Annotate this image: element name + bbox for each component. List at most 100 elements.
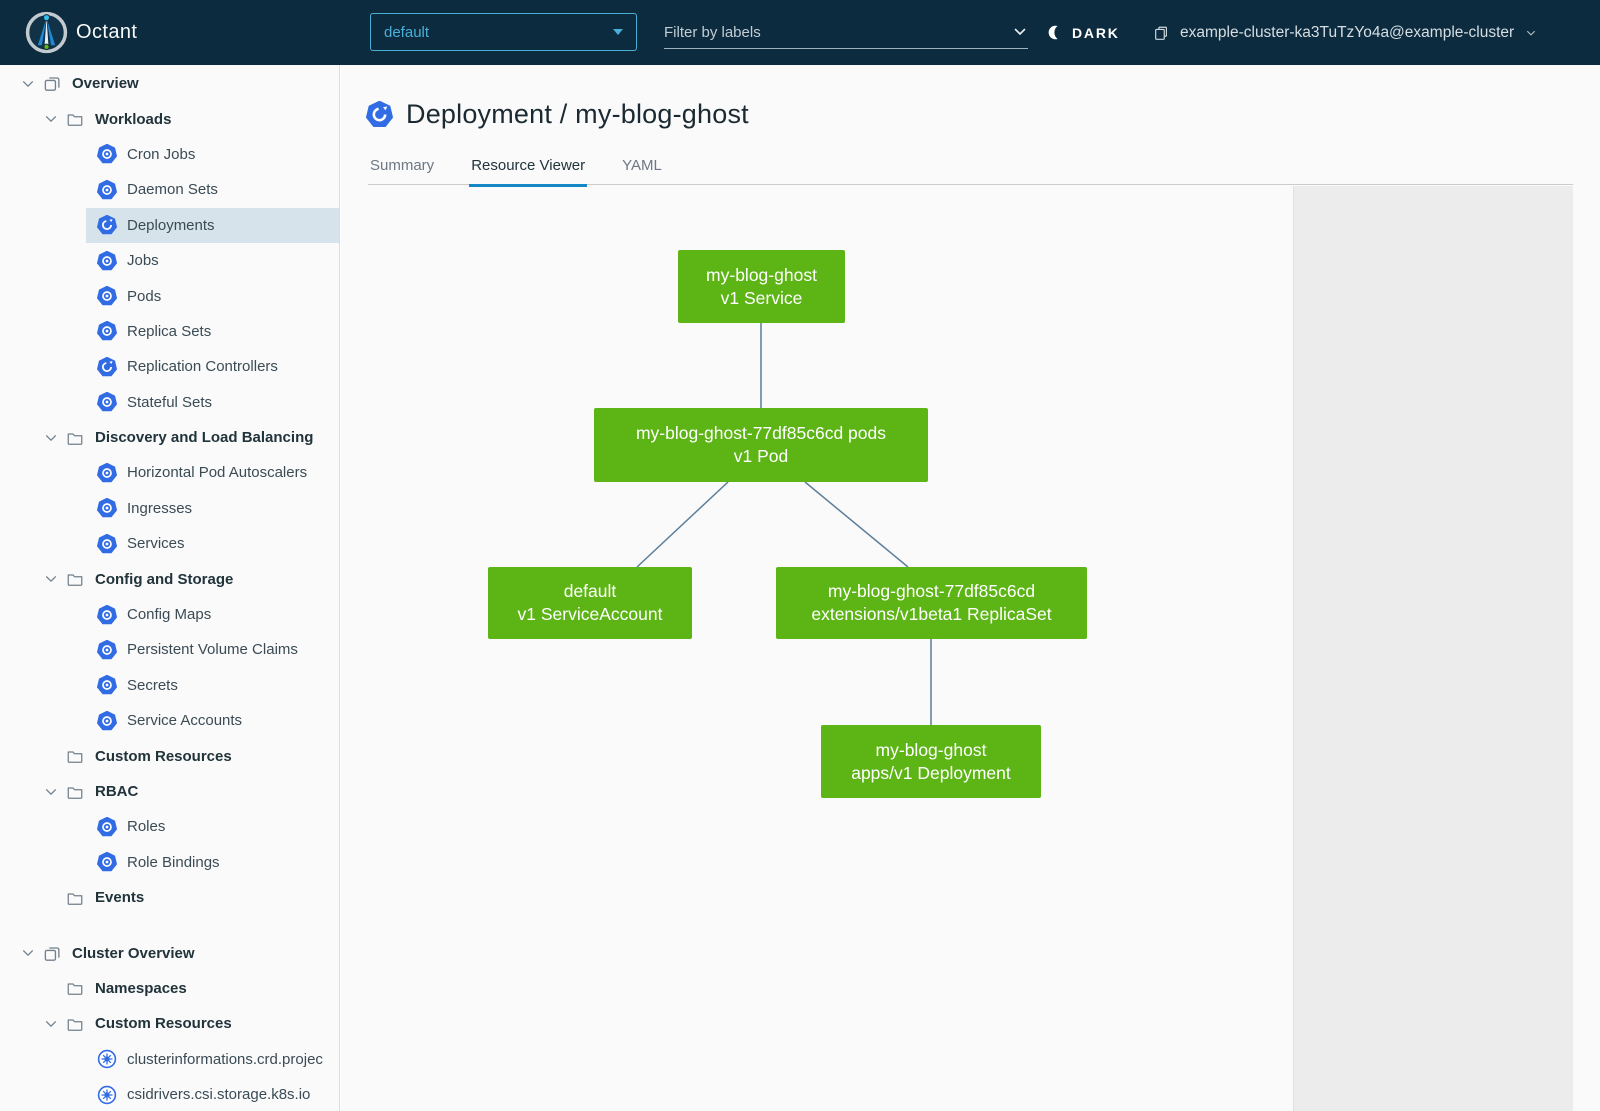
tab-resource-viewer[interactable]: Resource Viewer (469, 149, 588, 187)
app-title: Octant (76, 21, 138, 43)
caret-down-icon[interactable] (37, 428, 65, 448)
sidebar-item-stateful-sets[interactable]: Stateful Sets (0, 385, 339, 420)
sidebar-item-label: Config and Storage (95, 570, 234, 588)
sidebar-item-rbac[interactable]: RBAC (0, 774, 339, 809)
role-bindings-icon (97, 852, 117, 872)
chevron-down-icon (1525, 27, 1537, 39)
sidebar-item-discovery-and-load-balancing[interactable]: Discovery and Load Balancing (0, 420, 339, 455)
filter-labels-input[interactable] (664, 23, 1004, 41)
daemon-sets-icon (97, 179, 117, 200)
sidebar-item-label: Custom Resources (95, 747, 232, 765)
node-title: my-blog-ghost-77df85c6cd pods (635, 423, 886, 443)
sidebar-item-services[interactable]: Services (0, 526, 339, 561)
sidebar-item-label: RBAC (95, 783, 139, 800)
sidebar-item-label: Services (127, 535, 185, 553)
caret-down-icon[interactable] (14, 74, 42, 94)
sidebar-item-label: Horizontal Pod Autoscalers (127, 464, 308, 482)
chevron-down-icon[interactable] (1012, 24, 1028, 40)
cluster-context[interactable]: example-cluster-ka3TuTzYo4a@example-clus… (1153, 0, 1537, 65)
caret-placeholder (37, 746, 65, 766)
sidebar-item-service-accounts[interactable]: Service Accounts (0, 703, 339, 738)
sidebar-item-deployments[interactable]: Deployments (0, 207, 339, 244)
custom-resources-icon (65, 746, 85, 766)
node-title: my-blog-ghost-77df85c6cd (827, 581, 1036, 601)
sidebar-item-label: Config Maps (127, 606, 212, 624)
moon-icon (1046, 24, 1063, 41)
config-maps-icon (97, 604, 117, 625)
sidebar-item-label: Namespaces (95, 979, 187, 997)
deployment-icon (366, 101, 393, 128)
sidebar-item-label: Deployments (127, 216, 215, 234)
theme-toggle[interactable]: DARK (1046, 0, 1120, 65)
tab-summary[interactable]: Summary (370, 157, 435, 174)
replication-controllers-icon (97, 356, 117, 377)
sidebar-item-label: Replica Sets (127, 322, 212, 340)
sidebar-item-label: Daemon Sets (127, 181, 218, 199)
sidebar-item-secrets[interactable]: Secrets (0, 668, 339, 703)
caret-down-icon[interactable] (37, 782, 65, 802)
roles-icon (97, 816, 117, 837)
graph-edges (636, 323, 932, 725)
caret-down-icon[interactable] (37, 1014, 65, 1034)
cluster-overview-icon (42, 943, 62, 963)
sidebar-item-label: Cluster Overview (72, 944, 195, 962)
sidebar-item-roles[interactable]: Roles (0, 809, 339, 844)
namespace-select[interactable]: default (370, 13, 637, 51)
clusterinformations-crd-projec-icon (97, 1049, 117, 1069)
sidebar-item-overview[interactable]: Overview (0, 66, 339, 101)
sidebar-item-custom-resources[interactable]: Custom Resources (0, 1006, 339, 1041)
sidebar-item-label: Cron Jobs (127, 145, 196, 163)
tab-yaml[interactable]: YAML (622, 157, 662, 174)
sidebar-item-label: Service Accounts (127, 712, 243, 730)
sidebar-item-csidrivers-csi-storage-k8s-io[interactable]: csidrivers.csi.storage.k8s.io (0, 1077, 339, 1111)
sidebar-item-label: Roles (127, 818, 166, 836)
sidebar-item-namespaces[interactable]: Namespaces (0, 971, 339, 1006)
sidebar-item-daemon-sets[interactable]: Daemon Sets (0, 172, 339, 207)
page-title: Deployment / my-blog-ghost (406, 99, 749, 129)
caret-down-icon[interactable] (14, 943, 42, 963)
sidebar-item-replica-sets[interactable]: Replica Sets (0, 314, 339, 349)
pods-icon (97, 286, 117, 306)
caret-down-icon[interactable] (37, 109, 65, 129)
caret-down-icon[interactable] (37, 569, 65, 589)
dropdown-caret-icon (613, 29, 623, 35)
sidebar-item-custom-resources[interactable]: Custom Resources (0, 738, 339, 773)
octant-logo-icon (25, 11, 68, 54)
config-and-storage-icon (65, 569, 85, 589)
sidebar-item-label: Events (95, 889, 145, 907)
sidebar-item-label: csidrivers.csi.storage.k8s.io (127, 1086, 311, 1104)
node-title: default (563, 581, 617, 601)
sidebar-item-events[interactable]: Events (0, 880, 339, 915)
workloads-icon (65, 109, 85, 129)
sidebar-item-label: Overview (72, 75, 139, 93)
sidebar-item-label: Custom Resources (95, 1015, 232, 1033)
sidebar-item-label: Role Bindings (127, 853, 220, 871)
sidebar-item-persistent-volume-claims[interactable]: Persistent Volume Claims (0, 632, 339, 667)
sidebar-item-label: Persistent Volume Claims (127, 641, 298, 659)
caret-placeholder (37, 888, 65, 908)
node-title: my-blog-ghost (706, 264, 817, 285)
cron-jobs-icon (97, 144, 117, 164)
sidebar-item-cron-jobs[interactable]: Cron Jobs (0, 137, 339, 172)
sidebar-item-horizontal-pod-autoscalers[interactable]: Horizontal Pod Autoscalers (0, 455, 339, 490)
sidebar-item-jobs[interactable]: Jobs (0, 243, 339, 278)
sidebar-item-config-maps[interactable]: Config Maps (0, 597, 339, 632)
deployments-icon (97, 215, 117, 235)
sidebar-item-ingresses[interactable]: Ingresses (0, 491, 339, 526)
sidebar-item-cluster-overview[interactable]: Cluster Overview (0, 935, 339, 970)
sidebar-item-config-and-storage[interactable]: Config and Storage (0, 561, 339, 596)
sidebar-item-workloads[interactable]: Workloads (0, 101, 339, 136)
graph-edge (804, 481, 909, 568)
events-icon (65, 888, 85, 908)
sidebar-item-pods[interactable]: Pods (0, 278, 339, 313)
sidebar-item-replication-controllers[interactable]: Replication Controllers (0, 349, 339, 384)
service-accounts-icon (97, 710, 117, 731)
sidebar-item-clusterinformations-crd-projec[interactable]: clusterinformations.crd.projec (0, 1042, 339, 1077)
sidebar-item-role-bindings[interactable]: Role Bindings (0, 845, 339, 880)
namespace-select-value: default (384, 23, 430, 41)
